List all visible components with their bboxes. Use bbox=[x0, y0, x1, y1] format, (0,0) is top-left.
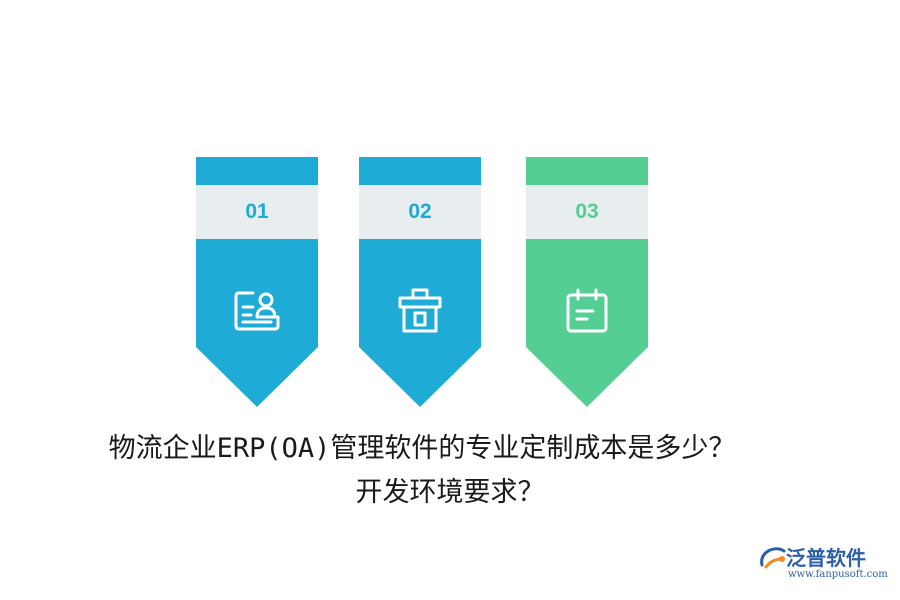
brand-logo: 泛普软件 www.fanpusoft.com bbox=[758, 542, 888, 586]
banner-number: 03 bbox=[575, 200, 599, 223]
banner-number: 01 bbox=[245, 200, 269, 223]
banner-number: 02 bbox=[408, 200, 432, 223]
title-line-1: 物流企业ERP(OA)管理软件的专业定制成本是多少？ bbox=[108, 433, 736, 464]
banner-shape bbox=[359, 157, 481, 407]
brand-name: 泛普软件 bbox=[786, 546, 866, 570]
gift-box-icon bbox=[398, 288, 442, 333]
brand-url: www.fanpusoft.com bbox=[788, 569, 888, 580]
calendar-note-icon bbox=[566, 288, 608, 333]
id-card-icon bbox=[234, 291, 280, 331]
banner-shape bbox=[526, 157, 648, 407]
banner-shape bbox=[196, 157, 318, 407]
fanpu-logo-icon bbox=[760, 547, 786, 569]
title-line-2: 开发环境要求？ bbox=[355, 477, 545, 508]
